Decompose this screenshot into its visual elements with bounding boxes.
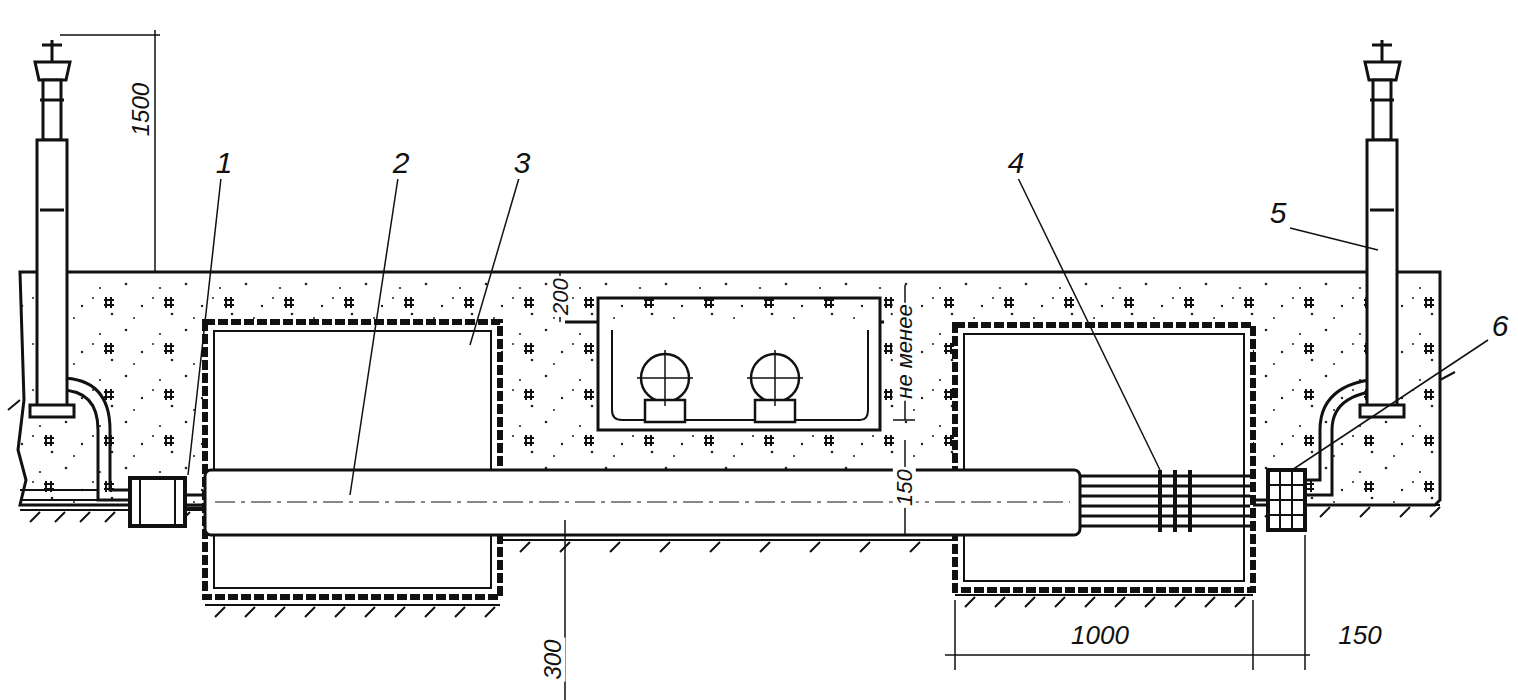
note-text: не менее [892,303,915,401]
dimension-text: 300 [540,638,565,682]
callout-number: 1 [214,147,235,179]
dimension-text: 150 [892,468,915,509]
dimension-text: 1000 [1069,622,1131,649]
dimension-text: 200 [548,277,571,318]
dimension-text: 150 [1336,622,1383,649]
callout-number: 4 [1006,147,1027,179]
callout-number: 6 [1490,310,1511,342]
callout-number: 3 [512,147,533,179]
callout-number: 5 [1268,197,1289,229]
callout-number: 2 [391,147,412,179]
dimension-text: 1500 [128,81,153,138]
